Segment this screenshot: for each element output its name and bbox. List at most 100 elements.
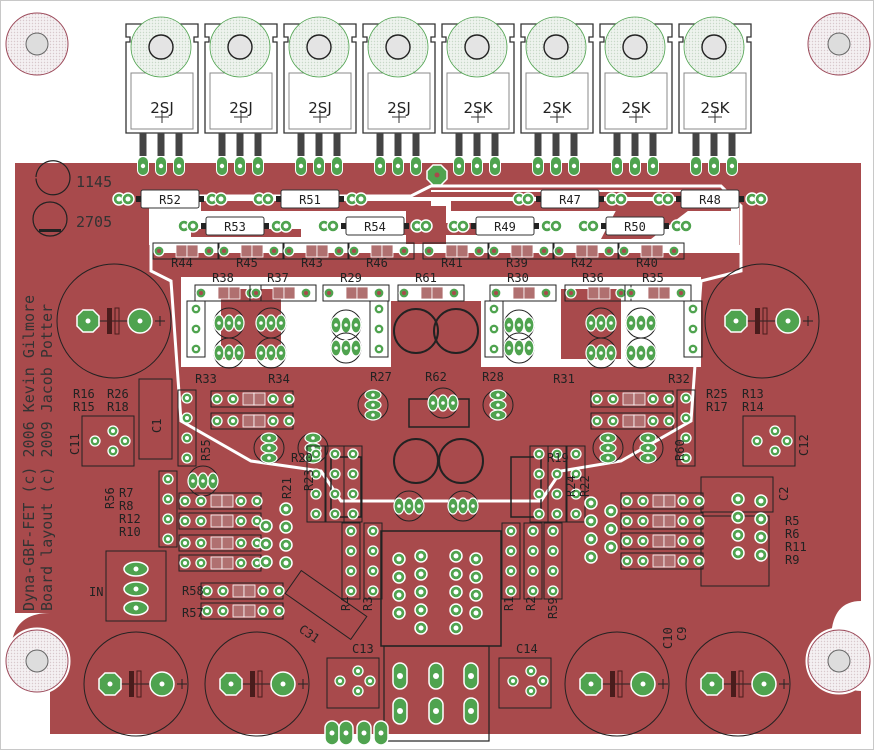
smd-resistor-r41: R41	[422, 242, 490, 270]
left-labels: R16 R26 R15 R18 C11 C1 R55 R56 R7 R8 R12…	[68, 387, 374, 656]
transistor-label: 2SK	[464, 99, 494, 117]
resistor-label: R42	[571, 256, 593, 270]
resistor-label: R53	[224, 220, 246, 234]
input-jack-pad	[123, 581, 149, 597]
resistor-r48: R48	[652, 189, 768, 209]
film-capacitor	[334, 665, 376, 697]
transistor-2sj-2: 2SJ	[204, 16, 278, 176]
smd-bank-resistor	[178, 492, 263, 510]
smd-bank-resistor	[620, 552, 705, 570]
label-r14: R14	[742, 400, 764, 414]
vertical-resistor	[341, 522, 361, 600]
vertical-resistor	[501, 522, 521, 600]
to92-transistor	[625, 337, 657, 369]
smd-resistor-r43: R43	[282, 242, 350, 270]
label-r55: R55	[199, 439, 213, 461]
board-title: Dyna-GBF-FET (c) 2006 Kevin Gilmore	[20, 295, 38, 611]
smd-bank-resistor	[590, 412, 675, 430]
resistor-r54: R54	[317, 216, 433, 236]
transistor-2sk-6: 2SK	[520, 16, 594, 176]
label-r11: R11	[785, 540, 807, 554]
label-r10: R10	[119, 525, 141, 539]
transistor-lead	[218, 133, 226, 156]
to92-transistor	[187, 465, 219, 497]
output-connector-pad	[356, 720, 372, 746]
output-connector-pad	[324, 720, 340, 746]
to92-transistor	[447, 490, 479, 522]
header-pin-column	[584, 496, 598, 564]
smd-resistor-r29: R29	[322, 271, 390, 302]
transistor-lead	[139, 133, 147, 156]
vertical-resistor	[543, 522, 563, 600]
vertical-resistor	[523, 522, 543, 600]
vertical-resistor	[683, 300, 703, 358]
input-jack-pad	[123, 600, 149, 616]
transistor-lead	[236, 133, 244, 156]
header-pin-column	[469, 552, 483, 620]
label-r27: R27	[370, 370, 392, 384]
bulk-capacitors	[56, 263, 820, 737]
transistor-lead	[570, 133, 578, 156]
label-r56: R56	[103, 487, 117, 509]
to92-transistor	[393, 490, 425, 522]
transistor-lead	[455, 133, 463, 156]
header-pin-column	[449, 549, 463, 635]
power-connector-pad	[463, 662, 479, 690]
mounting-hole-bottom-right	[805, 627, 873, 695]
transistor-2sk-7: 2SK	[599, 16, 673, 176]
vertical-resistor	[484, 300, 504, 358]
smd-bank-resistor	[620, 492, 705, 510]
resistor-label: R38	[212, 271, 234, 285]
credit-block: Dyna-GBF-FET (c) 2006 Kevin Gilmore Boar…	[20, 295, 56, 611]
vertical-resistor	[529, 445, 549, 523]
label-r8: R8	[119, 499, 133, 513]
film-capacitor	[751, 425, 793, 457]
pads	[89, 300, 793, 746]
smd-bank-resistor	[590, 390, 675, 408]
right-labels: R25 R13 R17 R14 C12 R60 C2 R5 R6 R11 R9 …	[661, 387, 811, 649]
header-pin-column	[259, 519, 273, 569]
smd-bank-resistor	[200, 582, 285, 600]
smd-resistor-r45: R45	[217, 242, 285, 270]
transistor-lead	[473, 133, 481, 156]
label-r3: R3	[361, 597, 375, 611]
vertical-resistor	[177, 389, 197, 467]
transistor-lead	[315, 133, 323, 156]
transistor-lead	[710, 133, 718, 156]
resistor-label: R37	[267, 271, 289, 285]
resistor-label: R47	[559, 193, 581, 207]
to92-transistor	[585, 307, 617, 339]
label-r5: R5	[785, 514, 799, 528]
resistor-r51: R51	[252, 189, 368, 209]
label-r18: R18	[107, 400, 129, 414]
transistor-2sj-3: 2SJ	[283, 16, 357, 176]
label-r4: R4	[339, 597, 353, 611]
transistor-label: 2SJ	[387, 99, 411, 117]
to92-transistor	[357, 389, 389, 421]
vertical-resistor	[676, 389, 696, 467]
label-c11: C11	[68, 433, 82, 455]
header-pin-column	[414, 549, 428, 635]
label-r6: R6	[785, 527, 799, 541]
label-c1: C1	[150, 419, 164, 433]
input-label: IN	[89, 585, 103, 599]
vertical-resistor	[343, 445, 363, 523]
to92-transistor	[427, 387, 459, 419]
resistor-label: R40	[636, 256, 658, 270]
header-pin-column	[279, 502, 293, 570]
to92-transistor	[585, 337, 617, 369]
label-r32: R32	[668, 372, 690, 386]
vertical-resistor	[325, 445, 345, 523]
vertical-resistor	[186, 300, 206, 358]
label-r24: R24	[564, 475, 578, 497]
label-r7: R7	[119, 486, 133, 500]
legend-label-1145: 1145	[76, 173, 112, 191]
resistor-r52: R52	[112, 189, 228, 209]
electrolytic-capacitor-2	[704, 263, 820, 379]
resistor-label: R30	[507, 271, 529, 285]
to92-transistor	[330, 332, 362, 364]
label-r13: R13	[742, 387, 764, 401]
legend-label-2705: 2705	[76, 213, 112, 231]
label-r2: R2	[524, 597, 538, 611]
